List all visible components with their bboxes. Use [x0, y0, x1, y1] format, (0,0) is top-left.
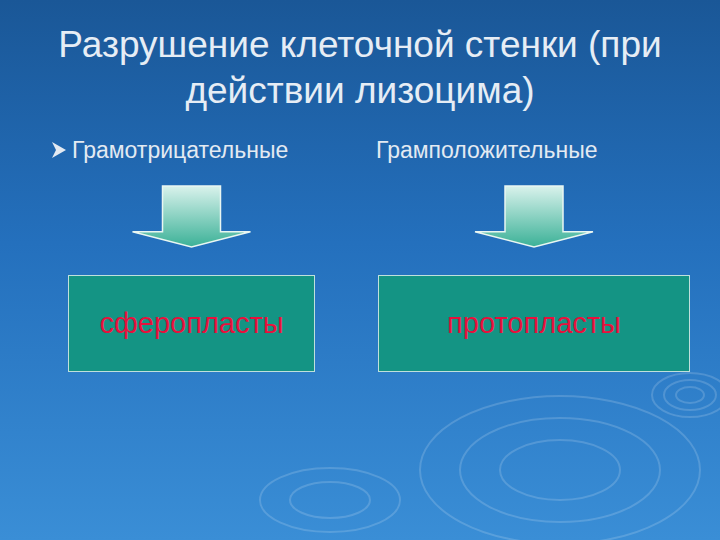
bullet	[52, 142, 66, 158]
block-arrow	[475, 186, 593, 247]
heading-text: Грамположительные	[376, 137, 597, 163]
group-heading: Грамположительные	[376, 136, 597, 164]
block-arrow	[133, 186, 251, 247]
result-box: сферопласты	[68, 275, 315, 372]
result-text: протопласты	[447, 307, 621, 340]
result-text: сферопласты	[99, 307, 283, 340]
bullet-symbols	[52, 142, 66, 158]
slide-title: Разрушение клеточной стенки (при действи…	[50, 22, 670, 114]
result-box: протопласты	[378, 275, 690, 372]
ripples	[260, 373, 720, 540]
heading-text: Грамотрицательные	[72, 137, 288, 163]
group-heading: Грамотрицательные	[72, 136, 288, 164]
